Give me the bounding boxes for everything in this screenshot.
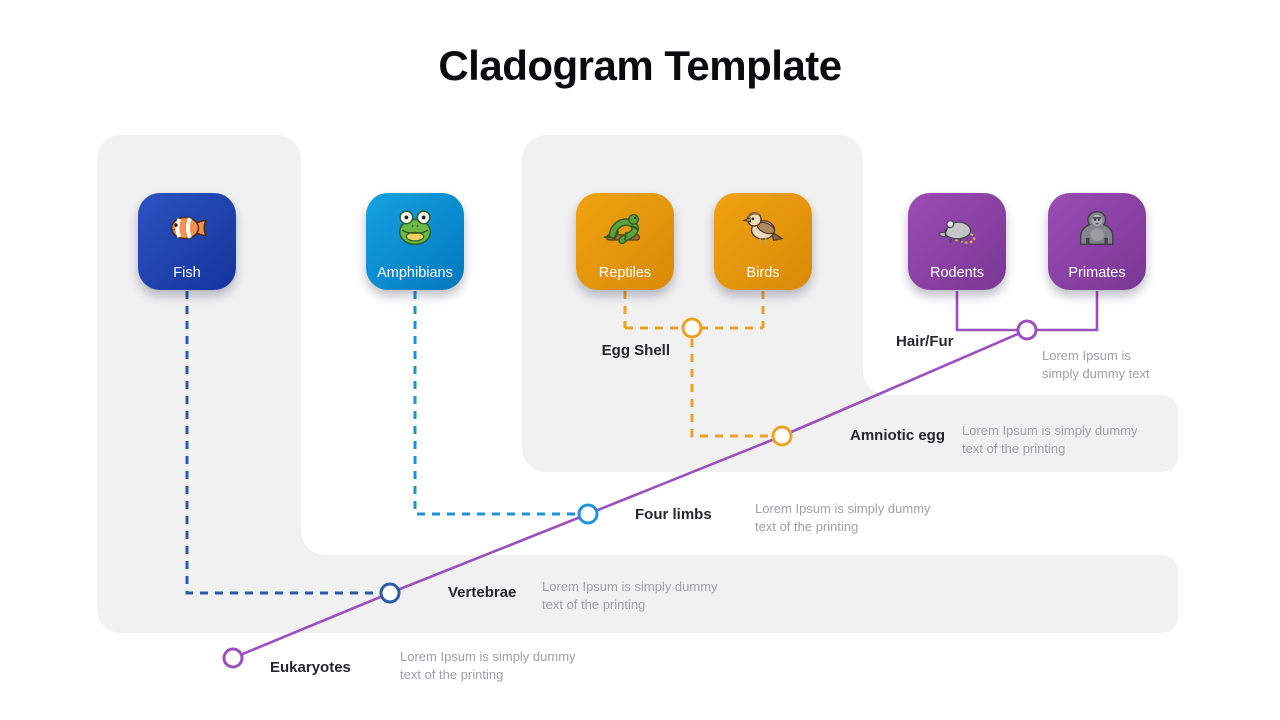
bird-icon bbox=[742, 211, 784, 245]
card-label-birds: Birds bbox=[746, 265, 780, 281]
card-amphibians: Amphibians bbox=[366, 193, 464, 290]
card-label-reptiles: Reptiles bbox=[598, 265, 652, 281]
trait-label-vertebrae: Vertebrae bbox=[448, 584, 517, 601]
card-primates: Primates bbox=[1048, 193, 1146, 290]
card-rodents: Rodents bbox=[908, 193, 1006, 290]
card-birds: Birds bbox=[714, 193, 812, 290]
hair-fur-node bbox=[1016, 319, 1038, 341]
trait-desc-hair-fur: Lorem Ipsum is simply dummy text bbox=[1042, 348, 1150, 381]
trait-desc-amniotic-egg: Lorem Ipsum is simply dummy text of the … bbox=[962, 423, 1138, 456]
four-limbs-node bbox=[577, 503, 599, 525]
page-title: Cladogram Template bbox=[438, 42, 842, 89]
trait-label-egg-shell: Egg Shell bbox=[601, 342, 670, 359]
trait-label-eukaryotes: Eukaryotes bbox=[270, 659, 351, 676]
card-reptiles: Reptiles bbox=[576, 193, 674, 290]
card-label-primates: Primates bbox=[1068, 265, 1126, 281]
rodents-primates-branch-line bbox=[955, 291, 1099, 332]
eukaryotes-node bbox=[222, 647, 244, 669]
fish-icon bbox=[170, 216, 208, 240]
background-band-vertebrae bbox=[301, 555, 1178, 633]
lizard-icon bbox=[603, 213, 640, 245]
card-label-amphibians: Amphibians bbox=[377, 265, 453, 281]
trait-label-hair-fur: Hair/Fur bbox=[896, 333, 954, 350]
trait-label-four-limbs: Four limbs bbox=[635, 506, 712, 523]
rat-icon bbox=[938, 220, 976, 244]
card-fish: Fish bbox=[138, 193, 236, 290]
card-label-rodents: Rodents bbox=[929, 265, 984, 281]
trait-desc-vertebrae: Lorem Ipsum is simply dummy text of the … bbox=[542, 579, 718, 612]
trait-desc-four-limbs: Lorem Ipsum is simply dummy text of the … bbox=[755, 501, 931, 534]
gorilla-icon bbox=[1080, 211, 1114, 245]
frog-icon bbox=[398, 210, 432, 246]
trait-desc-eukaryotes: Lorem Ipsum is simply dummy text of the … bbox=[400, 649, 576, 682]
card-label-fish: Fish bbox=[173, 265, 201, 281]
background-panel-middle bbox=[522, 135, 863, 472]
trait-label-amniotic-egg: Amniotic egg bbox=[850, 427, 946, 444]
